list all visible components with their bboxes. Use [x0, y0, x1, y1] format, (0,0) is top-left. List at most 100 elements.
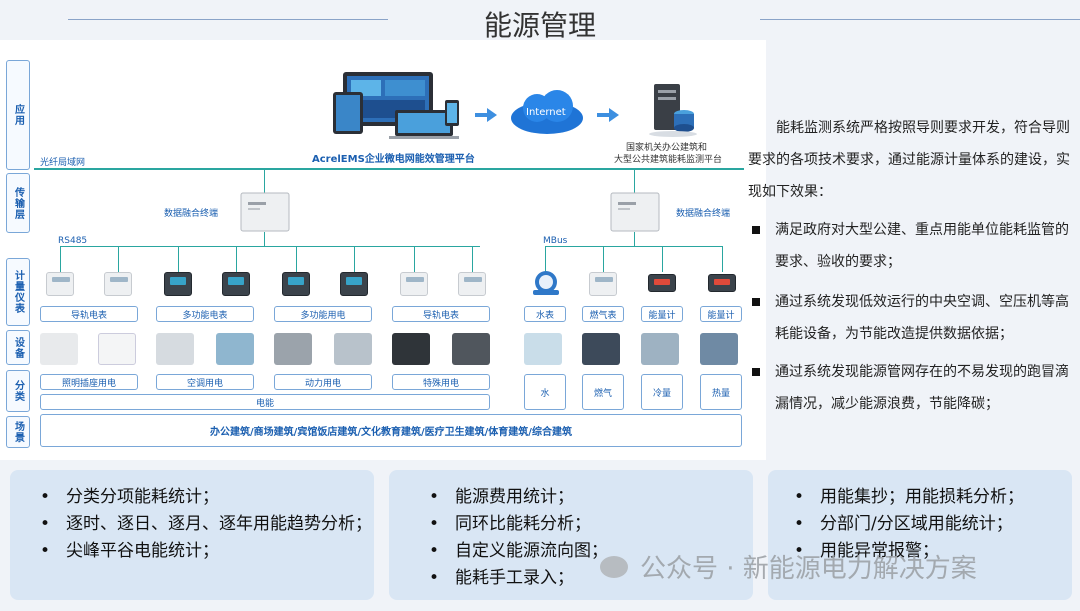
rs485-label: RS485: [58, 236, 88, 246]
electric-energy-box: 电能: [40, 394, 490, 410]
lan-drop-right: [634, 170, 635, 194]
gov-platform-line1: 国家机关办公建筑和: [626, 143, 708, 153]
meter-label-box: 导轨电表: [40, 306, 138, 322]
pump-icon: [216, 333, 254, 365]
layer-device: 设备: [6, 330, 30, 365]
meter-drop: [60, 246, 61, 272]
category-box: 冷量: [641, 374, 683, 410]
layer-metering: 计量仪表: [6, 258, 30, 326]
meter-label-box: 燃气表: [582, 306, 624, 322]
rs485-drop: [264, 232, 265, 246]
gas-meter-icon: [589, 272, 617, 296]
meter-label-box: 水表: [524, 306, 566, 322]
feature-item: •能源费用统计；: [429, 487, 574, 507]
rs485-bus-line: [60, 246, 480, 247]
energy-meter-icon: [648, 274, 676, 292]
meter-label-box: 多功能电表: [156, 306, 254, 322]
category-box: 动力用电: [274, 374, 372, 390]
meter-drop: [354, 246, 355, 272]
rail-meter-icon: [104, 272, 132, 296]
gas-stove-icon: [582, 333, 620, 365]
energy-meter-icon: [708, 274, 736, 292]
motor-icon: [334, 333, 372, 365]
air-conditioner-icon: [156, 333, 194, 365]
mbus-label: MBus: [543, 236, 568, 246]
terminal-right-label: 数据融合终端: [676, 209, 731, 219]
multifunction-meter-icon: [222, 272, 250, 296]
bullet-square-icon: [752, 368, 760, 376]
socket-icon: [98, 333, 136, 365]
meter-drop: [236, 246, 237, 272]
chiller-icon: [641, 333, 679, 365]
water-tap-icon: [524, 333, 562, 365]
elevator-icon: [274, 333, 312, 365]
data-terminal-icon: [240, 192, 290, 232]
title-line-left: [68, 19, 388, 20]
layer-scene: 场景: [6, 416, 30, 448]
description-intro: 能耗监测系统严格按照导则要求开发，符合导则要求的各项技术要求，通过能源计量体系的…: [748, 120, 1070, 200]
arrow-right-icon: [475, 108, 497, 122]
category-box: 热量: [700, 374, 742, 410]
multifunction-meter-icon: [282, 272, 310, 296]
mbus-bus-line: [545, 246, 723, 247]
rail-meter-icon: [400, 272, 428, 296]
bullet-square-icon: [752, 226, 760, 234]
meter-drop: [722, 246, 723, 272]
meter-drop: [662, 246, 663, 272]
rail-meter-icon: [458, 272, 486, 296]
feature-item: •同环比能耗分析；: [429, 514, 591, 534]
meter-drop: [472, 246, 473, 272]
feature-panel-3: •用能集抄；用能损耗分析； •分部门/分区域用能统计； •用能异常报警；: [768, 470, 1072, 600]
page-title: 能源管理: [483, 9, 596, 42]
bullet-square-icon: [752, 298, 760, 306]
meter-drop: [414, 246, 415, 272]
category-box: 水: [524, 374, 566, 410]
gov-platform-line2: 大型公共建筑能耗监测平台: [614, 155, 723, 165]
meter-drop: [603, 246, 604, 272]
feature-item: •逐时、逐日、逐月、逐年用能趋势分析；: [40, 514, 372, 534]
mbus-drop: [634, 232, 635, 246]
meter-label-box: 能量计: [641, 306, 683, 322]
wechat-icon: [600, 556, 628, 578]
meter-label-box: 多功能用电: [274, 306, 372, 322]
category-box: 特殊用电: [392, 374, 490, 390]
meter-label-box: 导轨电表: [392, 306, 490, 322]
feature-item: •分部门/分区域用能统计；: [794, 514, 1013, 534]
title-line-right: [760, 19, 1080, 20]
feature-panel-2: •能源费用统计； •同环比能耗分析； •自定义能源流向图； •能耗手工录入；: [389, 470, 753, 600]
category-box: 燃气: [582, 374, 624, 410]
meter-drop: [178, 246, 179, 272]
layer-transport: 传输层: [6, 173, 30, 233]
feature-item: •用能异常报警；: [794, 541, 939, 561]
layer-application: 应用: [6, 60, 30, 170]
terminal-left-label: 数据融合终端: [164, 209, 219, 219]
feature-item: •用能集抄；用能损耗分析；: [794, 487, 1024, 507]
layer-category: 分类: [6, 370, 30, 412]
multifunction-meter-icon: [340, 272, 368, 296]
machine-room-icon: [452, 333, 490, 365]
platform-label: AcrelEMS企业微电网能效管理平台: [312, 154, 475, 165]
cloud-icon: [511, 90, 583, 134]
watermark-text: 公众号 · 新能源电力解决方案: [640, 554, 977, 584]
lan-label: 光纤局域网: [40, 158, 86, 168]
category-box: 照明插座用电: [40, 374, 138, 390]
boiler-icon: [700, 333, 738, 365]
feature-item: •自定义能源流向图；: [429, 541, 608, 561]
feature-panel-1: •分类分项能耗统计； •逐时、逐日、逐月、逐年用能趋势分析； •尖峰平谷电能统计…: [10, 470, 374, 600]
rail-meter-icon: [46, 272, 74, 296]
lan-drop-left: [264, 170, 265, 194]
lan-bus-line: [34, 168, 744, 170]
meter-drop: [545, 246, 546, 272]
architecture-diagram: 应用 传输层 计量仪表 设备 分类 场景 AcrelEMS企业微电网能效管理平台…: [0, 40, 766, 460]
feature-item: •尖峰平谷电能统计；: [40, 541, 219, 561]
description-bullet: 通过系统发现低效运行的中央空调、空压机等高耗能设备，为节能改造提供数据依据；: [775, 294, 1069, 342]
scene-box: 办公建筑/商场建筑/宾馆饭店建筑/文化教育建筑/医疗卫生建筑/体育建筑/综合建筑: [40, 414, 742, 447]
server-cabinet-icon: [392, 333, 430, 365]
server-icon: [649, 84, 697, 137]
feature-item: •能耗手工录入；: [429, 568, 574, 588]
description-bullet: 通过系统发现能源管网存在的不易发现的跑冒滴漏情况，减少能源浪费，节能降碳；: [775, 364, 1069, 412]
meter-drop: [296, 246, 297, 272]
internet-label: Internet: [526, 107, 566, 118]
multifunction-meter-icon: [164, 272, 192, 296]
water-meter-icon: [533, 271, 559, 295]
